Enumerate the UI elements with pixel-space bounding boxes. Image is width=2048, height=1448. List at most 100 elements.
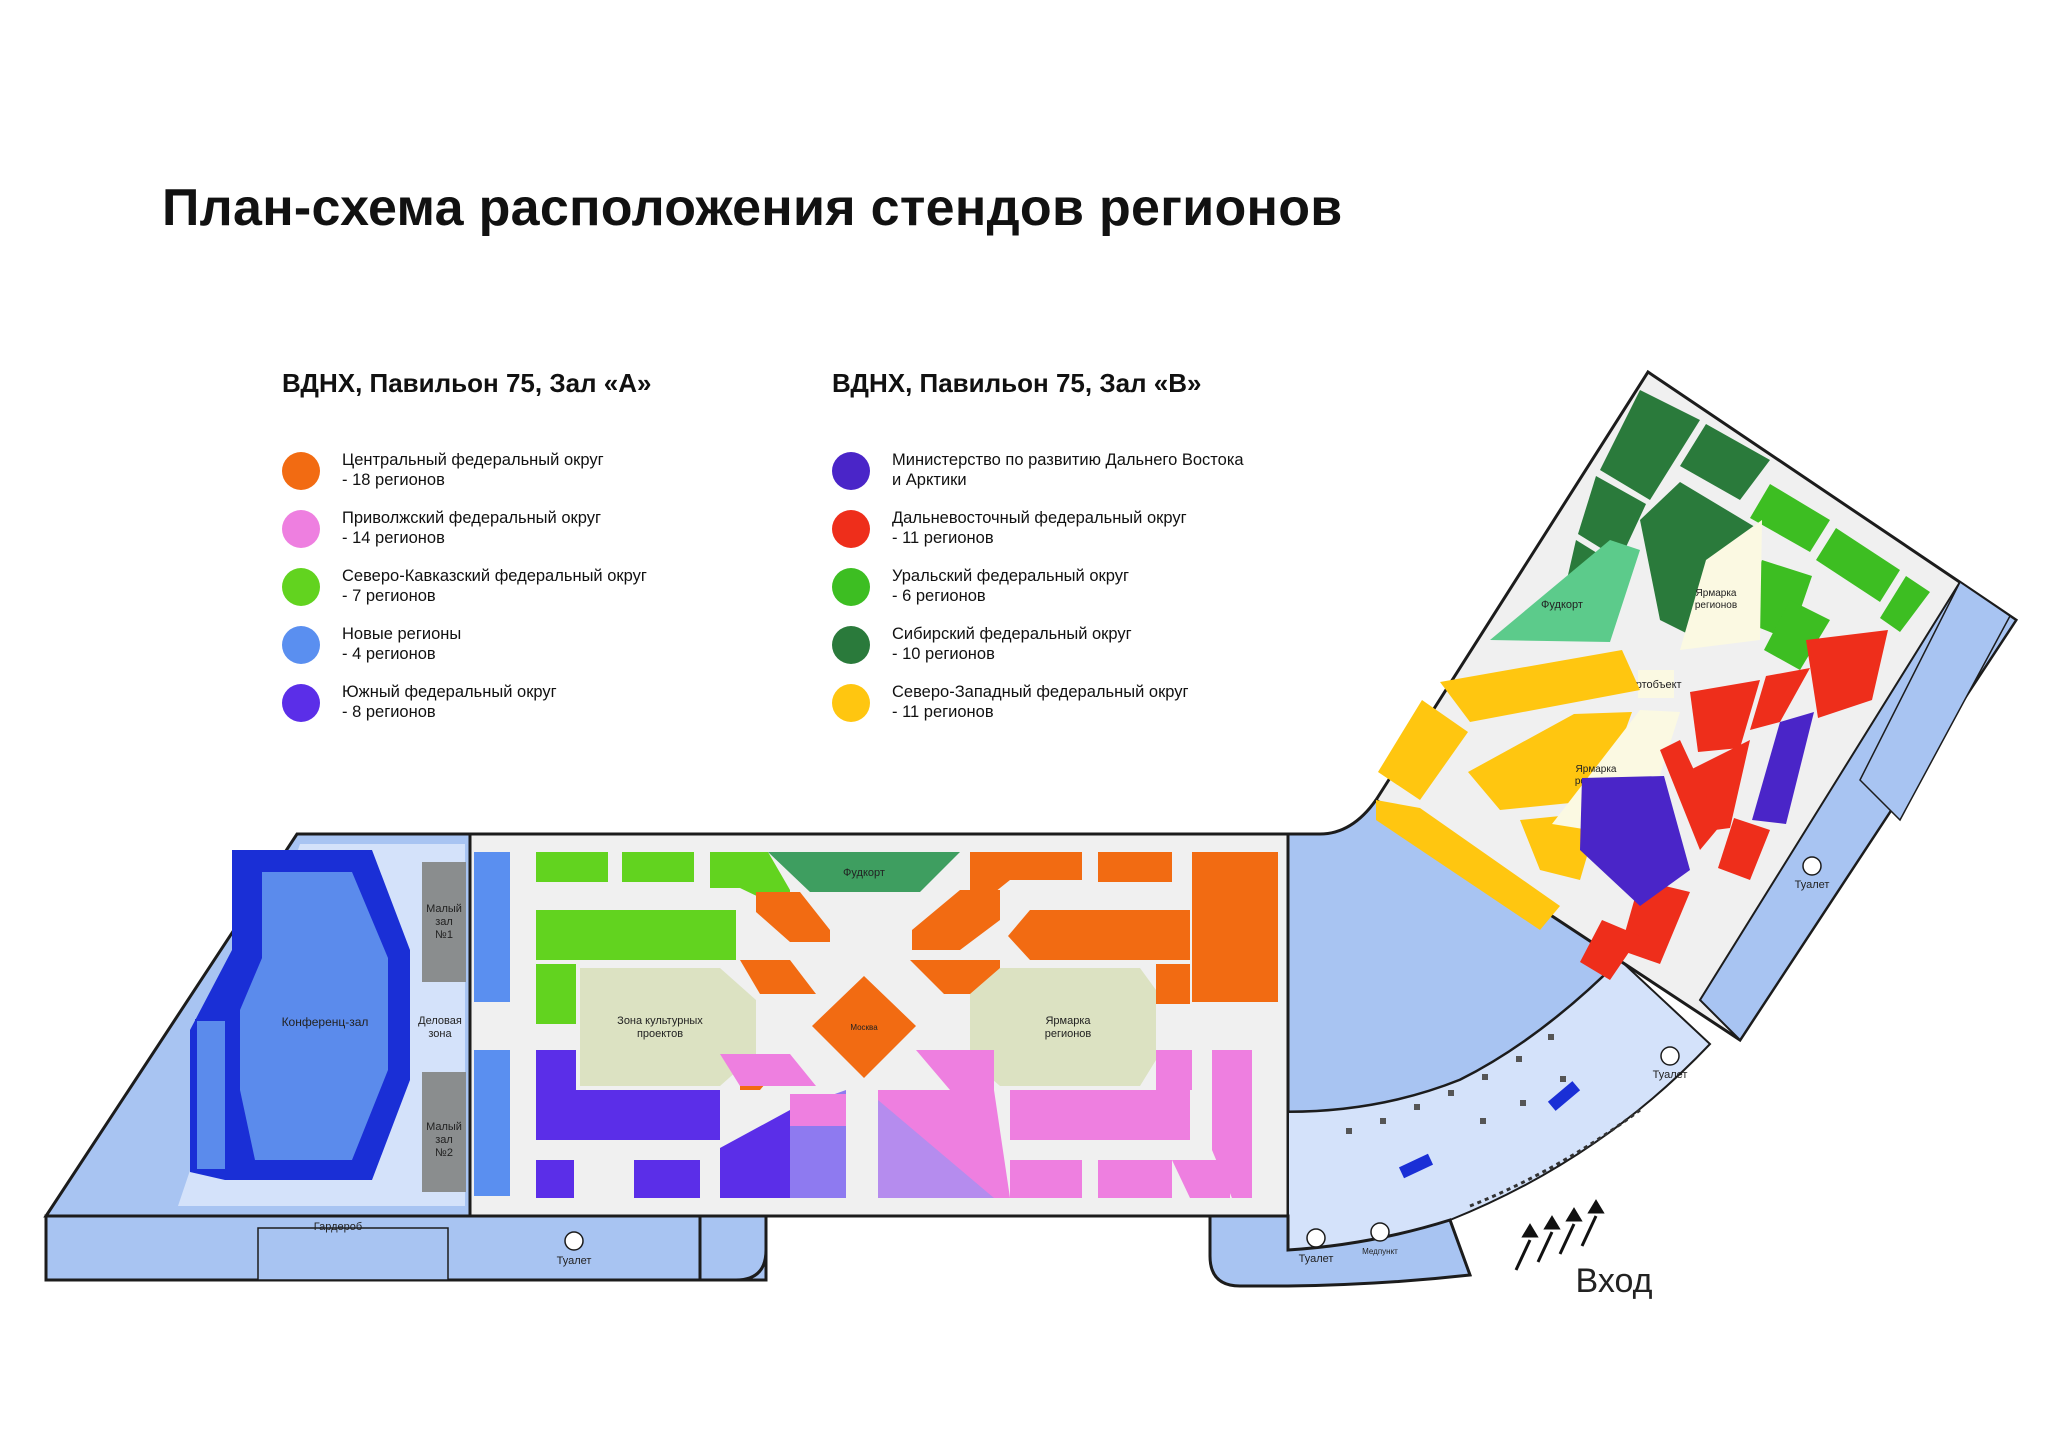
new-regions-stand[interactable] bbox=[474, 852, 510, 1002]
urals-stand[interactable] bbox=[1750, 484, 1830, 552]
northwest-stand[interactable] bbox=[1520, 812, 1600, 880]
hall-b-title: ВДНХ, Павильон 75, Зал «B» bbox=[832, 368, 1202, 398]
artobject[interactable] bbox=[1638, 670, 1674, 698]
central-stand[interactable] bbox=[970, 852, 1082, 912]
legend-name: Сибирский федеральный округ bbox=[892, 625, 1132, 643]
urals-stand[interactable] bbox=[1764, 600, 1830, 670]
legend-swatch-icon bbox=[282, 684, 320, 722]
small-hall-2-label-c: №2 bbox=[435, 1147, 453, 1159]
culture-zone-label-b: проектов bbox=[637, 1028, 683, 1040]
fair-a[interactable] bbox=[970, 968, 1156, 1086]
conference-hall-label: Конференц-зал bbox=[282, 1015, 369, 1029]
entrance-label: Вход bbox=[1576, 1262, 1653, 1300]
small-hall-1[interactable] bbox=[422, 862, 466, 982]
fareast-stand[interactable] bbox=[1806, 630, 1888, 718]
fair-a-label-b: регионов bbox=[1045, 1028, 1092, 1040]
wardrobe[interactable] bbox=[257, 1227, 449, 1281]
fair-b-lower-label-a: Ярмарка bbox=[1576, 764, 1617, 775]
conference-hall-inner bbox=[240, 872, 388, 1160]
siberia-stand[interactable] bbox=[1600, 390, 1700, 500]
new-regions-stand[interactable] bbox=[474, 1050, 510, 1196]
volga-stand[interactable] bbox=[1156, 1050, 1192, 1090]
culture-zone[interactable] bbox=[580, 968, 756, 1086]
central-stand[interactable] bbox=[1192, 852, 1278, 1002]
volga-stand[interactable] bbox=[1172, 1160, 1230, 1198]
legend-count: - 11 регионов bbox=[892, 529, 994, 547]
south-stand[interactable] bbox=[536, 1090, 720, 1140]
south-stand[interactable] bbox=[536, 1160, 574, 1198]
legend-name: Уральский федеральный округ bbox=[892, 567, 1130, 585]
central-stand[interactable] bbox=[1156, 964, 1190, 1004]
central-stand[interactable] bbox=[1008, 910, 1190, 960]
south-stand[interactable] bbox=[720, 1110, 790, 1198]
legend-item: Министерство по развитию Дальнего Восток… bbox=[832, 450, 1312, 508]
toilet-b-label: Туалет bbox=[1299, 1253, 1334, 1265]
foodcourt-a-label: Фудкорт bbox=[843, 867, 885, 879]
lobby-bench bbox=[1398, 1153, 1434, 1179]
legend-name-cont: и Арктики bbox=[892, 471, 967, 489]
siberia-stand[interactable] bbox=[1578, 476, 1646, 560]
volga-stand[interactable] bbox=[720, 1054, 816, 1086]
foodcourt-b[interactable] bbox=[1490, 540, 1640, 642]
foodcourt-a[interactable] bbox=[768, 852, 960, 892]
northwest-stand[interactable] bbox=[1378, 700, 1468, 800]
ministry-stand[interactable] bbox=[1580, 776, 1690, 906]
legend-name: Северо-Западный федеральный округ bbox=[892, 683, 1189, 701]
small-hall-1-label-c: №1 bbox=[435, 929, 453, 941]
volga-stand[interactable] bbox=[1098, 1160, 1172, 1198]
volga-stand[interactable] bbox=[1010, 1160, 1082, 1198]
central-stand[interactable] bbox=[912, 890, 1000, 950]
ministry-stand[interactable] bbox=[1752, 712, 1814, 824]
lobby-railing bbox=[1469, 1108, 1641, 1208]
volga-stand[interactable] bbox=[1212, 1150, 1252, 1198]
toilet-icon bbox=[564, 1231, 584, 1251]
volga-stand[interactable] bbox=[790, 1094, 846, 1126]
north-caucasus-stand[interactable] bbox=[536, 852, 608, 882]
legend-count: - 10 регионов bbox=[892, 645, 995, 663]
legend-swatch-icon bbox=[282, 510, 320, 548]
volga-stand[interactable] bbox=[1010, 1090, 1190, 1140]
northwest-stand[interactable] bbox=[1376, 800, 1560, 930]
north-caucasus-stand[interactable] bbox=[622, 852, 694, 882]
toilet-icon bbox=[1660, 1046, 1680, 1066]
northwest-stand[interactable] bbox=[1440, 650, 1640, 722]
legend-swatch-icon bbox=[282, 568, 320, 606]
fareast-stand[interactable] bbox=[1580, 920, 1640, 980]
legend-item: Дальневосточный федеральный округ- 11 ре… bbox=[832, 508, 1312, 566]
fareast-stand[interactable] bbox=[1660, 740, 1720, 850]
fair-b-upper[interactable] bbox=[1680, 520, 1762, 650]
legend-hall-b: Министерство по развитию Дальнего Восток… bbox=[832, 450, 1312, 740]
central-stand[interactable] bbox=[740, 960, 816, 994]
lobby-markers bbox=[1346, 1034, 1566, 1134]
fareast-stand[interactable] bbox=[1718, 818, 1770, 880]
fareast-stand[interactable] bbox=[1750, 668, 1810, 730]
legend-count: - 7 регионов bbox=[342, 587, 436, 605]
hall-a: Конференц-зал Малый зал №1 Малый зал №2 … bbox=[43, 832, 1290, 1282]
central-stand[interactable] bbox=[1098, 852, 1172, 882]
urals-stand[interactable] bbox=[1880, 576, 1930, 632]
legend-name: Приволжский федеральный округ bbox=[342, 509, 601, 527]
legend-name: Южный федеральный округ bbox=[342, 683, 557, 701]
moscow-label: Москва bbox=[850, 1023, 878, 1032]
siberia-stand[interactable] bbox=[1640, 482, 1760, 640]
volga-stand[interactable] bbox=[916, 1050, 994, 1090]
north-caucasus-stand[interactable] bbox=[536, 910, 736, 960]
central-stand[interactable] bbox=[910, 960, 1000, 994]
siberia-stand[interactable] bbox=[1680, 424, 1770, 500]
small-hall-1-label-b: зал bbox=[435, 916, 453, 928]
small-hall-2[interactable] bbox=[422, 1072, 466, 1192]
south-stand[interactable] bbox=[634, 1160, 700, 1198]
volga-stand[interactable] bbox=[1212, 1050, 1252, 1150]
volga-stand[interactable] bbox=[878, 1100, 994, 1198]
fair-b-upper-label-a: Ярмарка bbox=[1696, 588, 1737, 599]
legend-item: Приволжский федеральный округ- 14 регион… bbox=[282, 508, 762, 566]
central-stand[interactable] bbox=[756, 892, 830, 942]
urals-stand[interactable] bbox=[1816, 528, 1900, 602]
moscow-stand[interactable] bbox=[812, 976, 916, 1078]
north-caucasus-stand[interactable] bbox=[536, 964, 576, 1024]
fareast-stand[interactable] bbox=[1690, 680, 1760, 752]
legend-hall-a: Центральный федеральный округ- 18 регион… bbox=[282, 450, 762, 740]
legend-swatch-icon bbox=[282, 626, 320, 664]
medpoint-label: Медпункт bbox=[1362, 1247, 1398, 1256]
